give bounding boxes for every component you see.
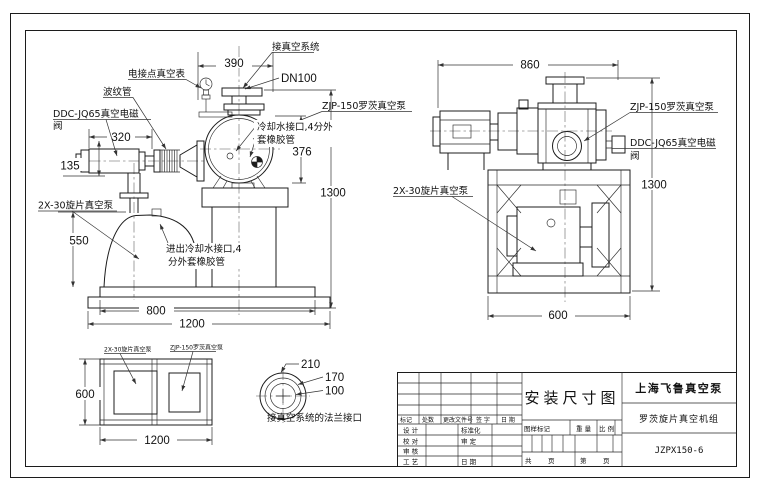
label-roots-pump-side: ZJP-150罗茨真空泵 bbox=[630, 101, 714, 113]
label-flange-detail: 接真空系统的法兰接口 bbox=[267, 412, 362, 424]
base-plates-front bbox=[87, 286, 331, 309]
drawing-border bbox=[10, 13, 750, 478]
roots-pump-front bbox=[201, 114, 289, 288]
dim-flange-outer: 210 bbox=[301, 359, 320, 371]
label-solenoid-valve-line2: 阀 bbox=[53, 120, 63, 132]
dim-flange-bolt-circle: 170 bbox=[325, 372, 344, 384]
label-solenoid-valve-side-line2: 阀 bbox=[630, 150, 640, 162]
labels-front: 电接点真空表 波纹管 DDC-JQ65真空电磁 阀 2X-30旋片真空泵 接真空… bbox=[38, 41, 412, 269]
dim-side-width: 860 bbox=[520, 60, 539, 72]
label-flange-size: DN100 bbox=[281, 73, 317, 85]
label-roots-pump-front: ZJP-150罗茨真空泵 bbox=[322, 100, 406, 112]
drawing-title: 安装尺寸图 bbox=[524, 389, 619, 407]
label-roots-pump-plan: ZJP-150罗茨真空泵 bbox=[170, 344, 223, 352]
row-check-label: 校 对 bbox=[403, 437, 419, 446]
dim-roots-height: 376 bbox=[292, 147, 311, 159]
scale-cell: 比 例 bbox=[599, 424, 614, 433]
col-count-header: 处数 bbox=[422, 416, 434, 424]
dim-base-outer: 1200 bbox=[179, 319, 205, 331]
label-vacuum-gauge: 电接点真空表 bbox=[128, 68, 186, 80]
dim-side-base-width: 600 bbox=[548, 310, 567, 322]
label-vane-pump-plan: 2X-30旋片真空泵 bbox=[104, 346, 151, 354]
pages-unit1-label: 页 bbox=[548, 457, 555, 465]
pages-no-label: 第 bbox=[580, 456, 587, 465]
product-name: 罗茨旋片真空机组 bbox=[639, 413, 719, 425]
dim-base-inner: 800 bbox=[146, 306, 165, 318]
label-to-vacuum-system: 接真空系统 bbox=[272, 41, 320, 53]
dim-pump-height: 550 bbox=[69, 236, 88, 248]
label-solenoid-valve-side-line1: DDC-JQ65真空电磁 bbox=[630, 137, 716, 149]
centerlines-front bbox=[70, 46, 280, 315]
weight-cell: 重 量 bbox=[576, 425, 592, 433]
col-date-header: 日 期 bbox=[501, 416, 515, 424]
label-vane-pump-front: 2X-30旋片真空泵 bbox=[38, 200, 114, 212]
dim-valve-height: 135 bbox=[60, 161, 79, 173]
dim-plan-width: 1200 bbox=[144, 435, 170, 447]
label-cooling-inout-line1: 进出冷却水接口,4 bbox=[166, 243, 242, 255]
row-process-label: 工 艺 bbox=[403, 458, 419, 466]
base-frame-side bbox=[487, 169, 631, 294]
col-file-header: 更改文件号 bbox=[443, 416, 473, 424]
inlet-flange-assembly bbox=[221, 87, 265, 116]
front-view: 390 320 135 550 800 1200 376 bbox=[38, 41, 412, 331]
coupling-side bbox=[497, 99, 539, 155]
col-mark-header: 标记 bbox=[400, 416, 412, 424]
label-cooling-line1: 冷却水接口,4分外 bbox=[257, 121, 333, 133]
plan-view: 2X-30旋片真空泵 ZJP-150罗茨真空泵 600 1200 bbox=[69, 344, 223, 447]
vane-pump-footprint bbox=[113, 370, 158, 415]
dim-top-width: 390 bbox=[224, 58, 243, 70]
motor-side bbox=[432, 110, 498, 170]
row-review-label: 审 核 bbox=[403, 447, 419, 456]
label-vane-pump-side: 2X-30旋片真空泵 bbox=[393, 185, 469, 197]
vane-pump-dome bbox=[103, 173, 197, 288]
mark-header-cell: 图样标记 bbox=[524, 424, 551, 433]
roots-pump-footprint bbox=[168, 372, 201, 413]
vane-pump-side bbox=[506, 202, 610, 277]
label-solenoid-valve-line1: DDC-JQ65真空电磁 bbox=[53, 108, 139, 120]
dims-side: 860 600 1300 bbox=[437, 58, 673, 322]
drawing-number: JZPX150-6 bbox=[655, 446, 704, 456]
flange-detail: 210 170 100 接真空系统的法兰接口 bbox=[256, 359, 362, 424]
title-block: 上海飞鲁真空泵 罗茨旋片真空机组 JZPX150-6 安装尺寸图 图样标记 重 … bbox=[397, 372, 737, 467]
dim-plan-depth: 600 bbox=[75, 389, 94, 401]
row-approve-label: 审 定 bbox=[461, 437, 477, 446]
company-name: 上海飞鲁真空泵 bbox=[635, 381, 723, 395]
roots-pump-side bbox=[537, 108, 626, 171]
dims-front: 390 320 135 550 800 1200 376 bbox=[53, 52, 352, 331]
inlet-flange-side bbox=[537, 76, 597, 110]
row-design-label: 设 计 bbox=[403, 426, 419, 435]
side-view: 860 600 1300 ZJP-150罗茨真空泵 DDC-JQ65真空电磁 阀… bbox=[393, 58, 718, 322]
vacuum-gauge bbox=[198, 77, 233, 118]
dim-side-total-height: 1300 bbox=[641, 180, 667, 192]
dim-flange-bore: 100 bbox=[325, 386, 344, 398]
solenoid-valve-assembly bbox=[75, 140, 205, 182]
dim-total-height-front: 1300 bbox=[320, 188, 346, 200]
row-standard-label: 标准化 bbox=[461, 426, 481, 435]
col-sign-header: 签 字 bbox=[476, 416, 490, 424]
labels-side: ZJP-150罗茨真空泵 DDC-JQ65真空电磁 阀 2X-30旋片真空泵 bbox=[393, 101, 718, 252]
centerlines-side bbox=[430, 72, 612, 302]
label-bellows: 波纹管 bbox=[103, 86, 132, 98]
dim-valve-length: 320 bbox=[111, 132, 130, 144]
pages-unit2-label: 页 bbox=[603, 457, 610, 465]
label-cooling-inout-line2: 分外套橡胶管 bbox=[168, 256, 225, 268]
label-cooling-line2: 套橡胶管 bbox=[257, 134, 295, 146]
pages-total-label: 共 bbox=[525, 456, 532, 465]
row-date-label: 日 期 bbox=[461, 458, 477, 466]
